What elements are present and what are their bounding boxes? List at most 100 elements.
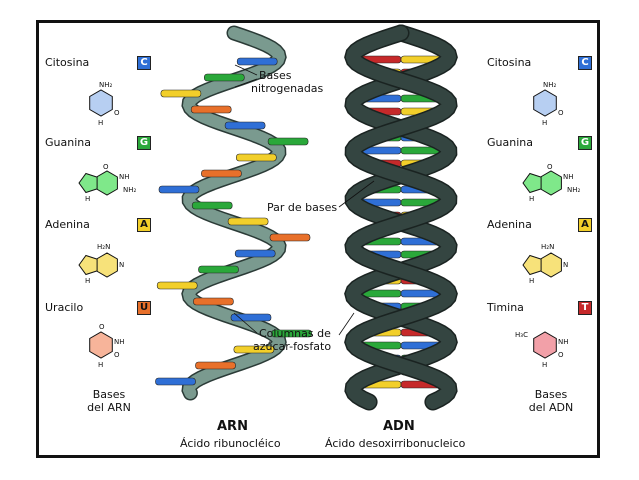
atom-label: H: [542, 119, 547, 127]
atom-label: O: [558, 351, 564, 359]
rna-base: [156, 281, 198, 290]
annotation-leader-lines: [233, 64, 375, 336]
atom-label: NH: [119, 173, 130, 181]
thymine-ring-icon: [533, 331, 557, 359]
dna-backbone-2: [345, 26, 457, 409]
rna-base: [204, 73, 245, 82]
left-base-name-3: Adenina: [45, 218, 90, 231]
right-base-badge-2: G: [578, 136, 592, 150]
rna-helix: [155, 25, 312, 401]
annotation-backbone-line1: Columnas de: [259, 327, 331, 340]
rna-title: ARN: [217, 419, 248, 434]
rna-base: [236, 57, 278, 66]
atom-label: NH₂: [99, 81, 113, 89]
atom-label: O: [114, 109, 120, 117]
leader-pair: [338, 180, 375, 208]
left-base-badge-3: A: [137, 218, 151, 232]
atom-label: O: [114, 351, 120, 359]
rna-base: [234, 249, 276, 258]
dna-title: ADN: [383, 419, 415, 434]
cytosine-ring-icon: [89, 89, 113, 117]
left-caption-line1: Bases: [92, 388, 126, 401]
cytosine-ring-icon: [533, 89, 557, 117]
guanine-ring5-icon: [522, 172, 542, 194]
atom-label: O: [103, 163, 109, 171]
right-base-name-1: Citosina: [487, 56, 532, 69]
atom-label: O: [558, 109, 564, 117]
rna-base: [227, 217, 269, 226]
atom-label: H: [85, 195, 90, 203]
rna-base: [190, 105, 232, 114]
annotation-backbone-line2: azúcar-fosfato: [253, 340, 332, 353]
rna-base: [195, 361, 236, 370]
atom-label: NH: [558, 338, 569, 346]
rna-base: [158, 185, 200, 194]
right-base-name-4: Timina: [487, 301, 524, 314]
atom-label: H: [98, 119, 103, 127]
adenine-ring-icon: [96, 252, 118, 278]
atom-label: N: [563, 261, 568, 269]
right-base-badge-1: C: [578, 56, 592, 70]
left-base-name-4: Uracilo: [45, 301, 84, 314]
leader-backbone-rna: [233, 312, 258, 334]
rna-base: [267, 137, 309, 146]
adenine-ring-icon: [540, 252, 562, 278]
atom-label: H: [85, 277, 90, 285]
atom-label: H: [529, 277, 534, 285]
adenine-ring5-icon: [78, 254, 98, 276]
atom-label: H: [98, 361, 103, 369]
atom-label: H₃C: [515, 331, 528, 339]
dna-helix: [344, 24, 458, 411]
atom-label: NH₂: [543, 81, 557, 89]
atom-label: H: [542, 361, 547, 369]
left-base-badge-2: G: [137, 136, 151, 150]
left-base-badge-4: U: [137, 301, 151, 315]
annotation-bases-line1: Bases: [259, 69, 292, 82]
atom-label: H₂N: [541, 243, 554, 251]
right-caption-line1: Bases: [534, 388, 568, 401]
rna-base: [269, 233, 311, 242]
atom-label: H: [529, 195, 534, 203]
leader-bases-2: [234, 78, 258, 88]
right-caption-line2: del ADN: [528, 401, 574, 414]
guanine-ring-icon: [540, 170, 562, 196]
adenine-ring5-icon: [522, 254, 542, 276]
atom-label: N: [119, 261, 124, 269]
annotation-base-pair: Par de bases: [267, 201, 338, 214]
right-base-name-3: Adenina: [487, 218, 532, 231]
uracil-ring-icon: [89, 331, 113, 359]
rna-base: [236, 153, 277, 162]
guanine-ring-icon: [96, 170, 118, 196]
dna-backbone-1: [345, 26, 457, 409]
rna-base: [198, 265, 239, 274]
right-base-badge-3: A: [578, 218, 592, 232]
atom-label: O: [99, 323, 105, 331]
rna-subtitle: Ácido ribunocléico: [180, 437, 281, 450]
rna-base: [155, 377, 196, 386]
atom-label: O: [547, 163, 553, 171]
rna-base: [271, 329, 312, 338]
atom-label: NH₂: [123, 186, 137, 194]
leader-backbone-dna: [338, 312, 355, 336]
annotation-bases-line2: nitrogenadas: [251, 82, 324, 95]
rna-base: [160, 89, 202, 98]
right-base-badge-4: T: [578, 301, 592, 315]
rna-base: [193, 297, 234, 306]
left-caption-line2: del ARN: [87, 401, 131, 414]
atom-label: H₂N: [97, 243, 110, 251]
left-base-name-1: Citosina: [45, 56, 90, 69]
rna-base: [230, 313, 272, 322]
dna-subtitle: Ácido desoxirribonucleico: [325, 437, 466, 450]
guanine-ring5-icon: [78, 172, 98, 194]
rna-base: [233, 345, 275, 354]
leader-bases-1: [234, 64, 258, 76]
left-base-badge-1: C: [137, 56, 151, 70]
atom-label: NH: [563, 173, 574, 181]
atom-label: NH: [114, 338, 125, 346]
rna-base: [224, 121, 266, 130]
rna-base: [201, 169, 242, 178]
atom-label: NH₂: [567, 186, 581, 194]
